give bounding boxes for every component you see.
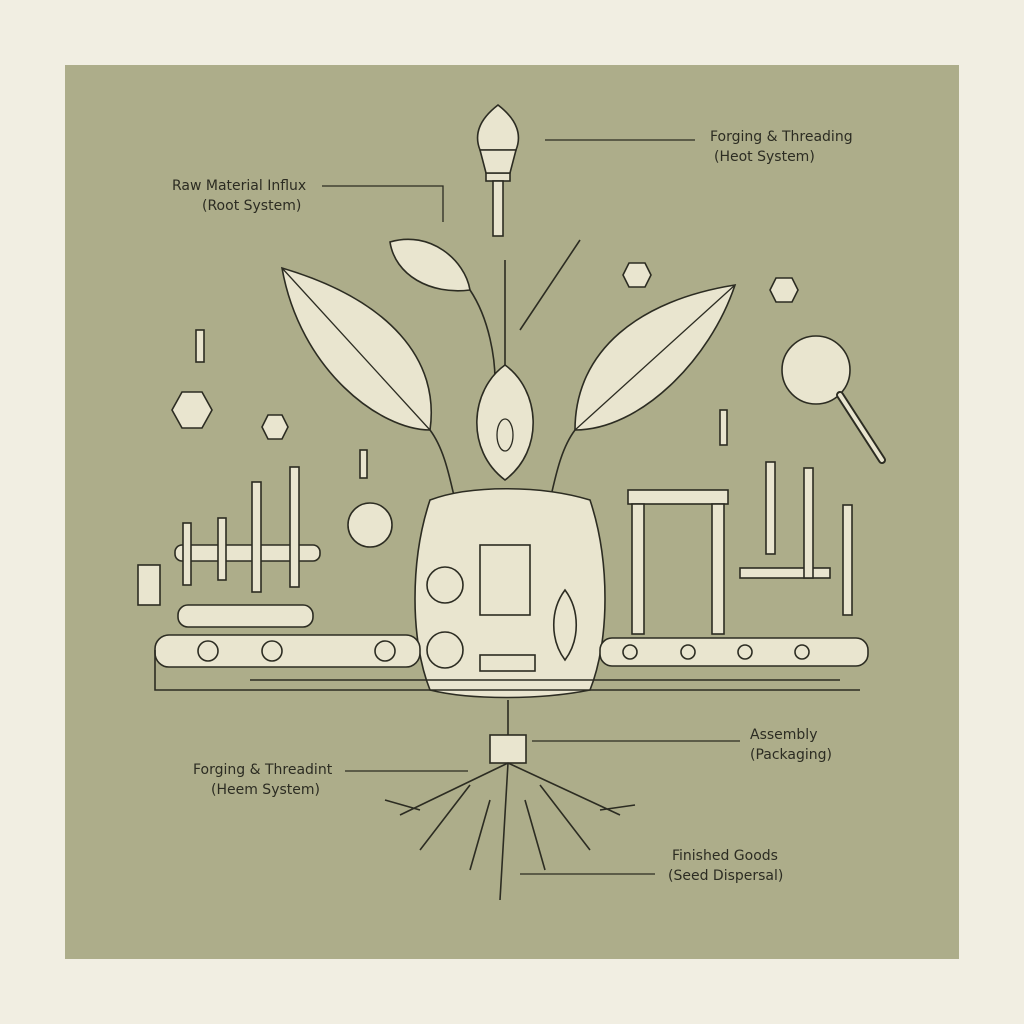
label-title: Forging & Threading — [710, 129, 853, 145]
label-raw-material: Raw Material Influx (Root System) — [172, 176, 306, 216]
central-chamber — [414, 488, 606, 699]
label-title: Assembly — [750, 727, 818, 743]
label-finished-goods: Finished Goods (Seed Dispersal) — [668, 846, 783, 886]
label-subtitle: (Heem System) — [211, 782, 320, 798]
label-title: Forging & Threadint — [193, 762, 333, 778]
seed-pod — [476, 364, 534, 482]
label-assembly: Assembly (Packaging) — [750, 725, 832, 765]
root-system — [384, 700, 636, 901]
cog-icon — [347, 502, 393, 548]
press-machine — [479, 544, 531, 616]
label-subtitle: (Heot System) — [714, 149, 815, 165]
label-title: Finished Goods — [672, 848, 778, 864]
label-subtitle: (Seed Dispersal) — [668, 868, 784, 884]
pipes — [154, 650, 860, 691]
leaf-left — [280, 266, 432, 431]
label-title: Raw Material Influx — [172, 178, 307, 194]
gear-wheel — [426, 566, 464, 604]
label-forging-top: Forging & Threading (Heot System) — [710, 127, 853, 167]
press-plate — [479, 654, 536, 672]
press-frame — [627, 489, 729, 505]
gear-wheel — [426, 631, 464, 669]
leader-raw-material — [322, 185, 444, 222]
hex-nuts — [171, 262, 799, 440]
conveyor-left — [137, 502, 421, 668]
label-subtitle: (Root System) — [202, 198, 302, 214]
magnifying-glass-icon — [781, 335, 886, 464]
label-subtitle: (Packaging) — [750, 747, 832, 763]
leaf-right — [574, 284, 737, 431]
screws — [182, 329, 853, 616]
flower-screw — [476, 103, 520, 237]
label-forging-bottom: Forging & Threadint (Heem System) — [193, 760, 332, 800]
leader-lines — [322, 139, 740, 875]
conveyor-right — [599, 489, 869, 667]
leaf-upper-left — [389, 238, 471, 292]
stems — [429, 239, 581, 501]
control-box — [137, 564, 161, 606]
